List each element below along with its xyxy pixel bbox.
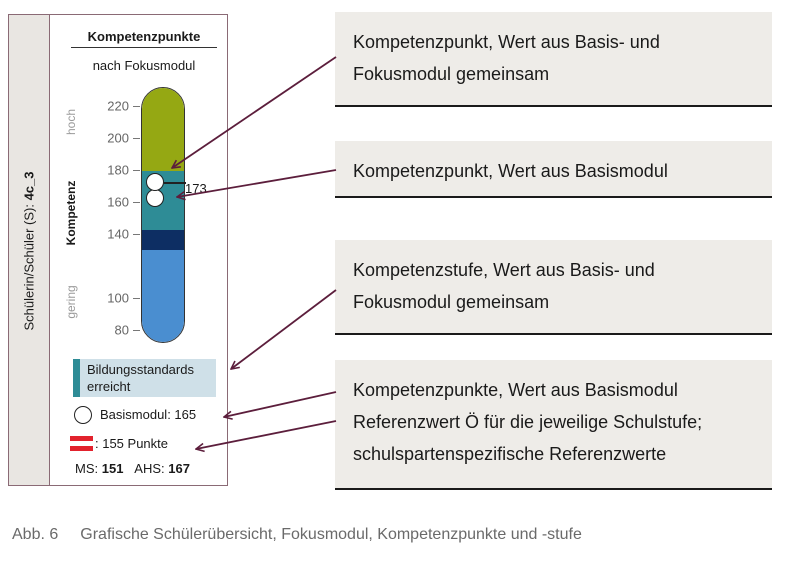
- basis-legend-text: Basismodul: 165: [100, 407, 197, 422]
- tick-mark: [133, 170, 140, 172]
- annotation-1-line-2: Fokusmodul gemeinsam: [353, 64, 550, 84]
- tick-mark: [133, 106, 140, 108]
- arrow-5: [196, 420, 337, 449]
- tick-mark: [133, 330, 140, 332]
- combined-point-marker: [146, 173, 164, 191]
- tick-label: 100: [107, 290, 129, 306]
- bar-segment-3: [142, 88, 184, 172]
- annotation-box-1: Kompetenzpunkt, Wert aus Basis- und Foku…: [335, 12, 772, 107]
- figure-number: Abb. 6: [12, 526, 59, 543]
- tick-mark: [133, 202, 140, 204]
- tick-label: 180: [107, 162, 129, 178]
- annotation-2-line-1: Kompetenzpunkt, Wert aus Basismodul: [353, 161, 668, 181]
- tick-label: 200: [107, 130, 129, 146]
- standards-swatch: [73, 359, 80, 397]
- annotation-3-line-1: Kompetenzstufe, Wert aus Basis- und: [353, 260, 655, 280]
- annotation-box-3: Kompetenzstufe, Wert aus Basis- und Foku…: [335, 240, 772, 335]
- annotation-4-line-2: Referenzwert Ö für die jeweilige Schulst…: [353, 412, 703, 432]
- tick-label: 140: [107, 226, 129, 242]
- figure-caption-text: Grafische Schülerübersicht, Fokusmodul, …: [80, 526, 582, 543]
- basis-circle-icon: [74, 406, 92, 424]
- student-overview-panel: Schülerin/Schüler (S): 4c_3 Kompetenzpun…: [8, 14, 228, 486]
- tick-mark: [133, 138, 140, 140]
- figure-caption: Abb. 6 Grafische Schülerübersicht, Fokusm…: [12, 526, 582, 544]
- annotation-4-line-3: schulspartenspezifische Referenzwerte: [353, 444, 667, 464]
- chart-title: Kompetenzpunkte: [71, 29, 217, 48]
- annotation-1-line-1: Kompetenzpunkt, Wert aus Basis- und: [353, 32, 660, 52]
- tick-label: 80: [114, 322, 129, 338]
- chart-subtitle: nach Fokusmodul: [92, 58, 196, 73]
- arrow-2: [177, 169, 337, 197]
- annotation-box-4: Kompetenzpunkte, Wert aus Basismodul Ref…: [335, 360, 772, 490]
- point-leader-line: [164, 182, 186, 184]
- reference-points-text: : 155 Punkte: [95, 436, 168, 451]
- tick-mark: [133, 234, 140, 236]
- arrow-1: [172, 56, 337, 168]
- school-references: MS: 151 AHS: 167: [75, 461, 190, 476]
- arrow-4: [224, 391, 337, 417]
- bar-segment-0: [142, 249, 184, 342]
- annotation-3-line-2: Fokusmodul gemeinsam: [353, 292, 550, 312]
- student-sidebar: Schülerin/Schüler (S): 4c_3: [9, 15, 50, 485]
- arrow-3: [231, 289, 337, 369]
- annotation-box-2: Kompetenzpunkt, Wert aus Basismodul: [335, 141, 772, 198]
- annotation-4-line-1: Kompetenzpunkte, Wert aus Basismodul: [353, 380, 678, 400]
- austria-flag-icon: [70, 436, 93, 451]
- tick-label: 220: [107, 98, 129, 114]
- tick-mark: [133, 298, 140, 300]
- tick-label: 160: [107, 194, 129, 210]
- bar-segment-1: [142, 230, 184, 250]
